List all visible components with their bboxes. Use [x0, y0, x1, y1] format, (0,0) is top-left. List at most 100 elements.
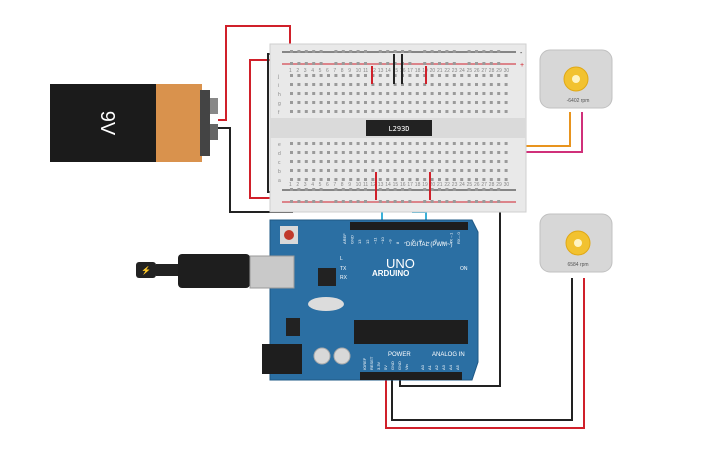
- breadboard-hole[interactable]: [371, 142, 375, 145]
- breadboard-hole[interactable]: [452, 200, 456, 203]
- breadboard-hole[interactable]: [489, 151, 493, 154]
- breadboard-hole[interactable]: [378, 151, 382, 154]
- breadboard-hole[interactable]: [452, 62, 456, 65]
- breadboard-hole[interactable]: [408, 200, 412, 203]
- breadboard-hole[interactable]: [475, 92, 478, 95]
- breadboard-hole[interactable]: [467, 92, 471, 95]
- breadboard-hole[interactable]: [386, 92, 390, 95]
- breadboard-hole[interactable]: [423, 160, 427, 163]
- breadboard-hole[interactable]: [452, 92, 456, 95]
- breadboard-hole[interactable]: [401, 50, 404, 53]
- breadboard-hole[interactable]: [304, 101, 308, 104]
- breadboard-hole[interactable]: [393, 151, 397, 154]
- breadboard-hole[interactable]: [430, 169, 434, 172]
- breadboard-hole[interactable]: [423, 92, 427, 95]
- breadboard-hole[interactable]: [297, 110, 301, 113]
- breadboard-hole[interactable]: [408, 151, 412, 154]
- breadboard-hole[interactable]: [386, 62, 390, 65]
- breadboard-hole[interactable]: [401, 92, 404, 95]
- breadboard-hole[interactable]: [452, 169, 456, 172]
- breadboard-hole[interactable]: [378, 142, 382, 145]
- breadboard-hole[interactable]: [438, 160, 441, 163]
- breadboard-hole[interactable]: [386, 200, 390, 203]
- breadboard-hole[interactable]: [378, 101, 382, 104]
- breadboard-hole[interactable]: [334, 200, 338, 203]
- breadboard-hole[interactable]: [341, 50, 345, 53]
- breadboard-hole[interactable]: [364, 142, 367, 145]
- breadboard-hole[interactable]: [482, 101, 486, 104]
- breadboard-hole[interactable]: [327, 92, 330, 95]
- battery-9v[interactable]: 9V: [50, 84, 218, 162]
- breadboard-hole[interactable]: [497, 200, 501, 203]
- breadboard-hole[interactable]: [415, 142, 419, 145]
- breadboard-hole[interactable]: [430, 101, 434, 104]
- breadboard-hole[interactable]: [364, 74, 367, 77]
- breadboard-hole[interactable]: [319, 178, 323, 181]
- breadboard-hole[interactable]: [438, 62, 441, 65]
- breadboard-hole[interactable]: [423, 50, 427, 53]
- breadboard-hole[interactable]: [467, 169, 471, 172]
- breadboard-hole[interactable]: [378, 74, 382, 77]
- breadboard-hole[interactable]: [297, 83, 301, 86]
- breadboard-hole[interactable]: [297, 62, 301, 65]
- breadboard-hole[interactable]: [489, 62, 493, 65]
- breadboard-hole[interactable]: [445, 160, 449, 163]
- breadboard-hole[interactable]: [438, 110, 441, 113]
- breadboard-hole[interactable]: [467, 188, 471, 191]
- breadboard-hole[interactable]: [341, 200, 345, 203]
- breadboard-hole[interactable]: [393, 110, 397, 113]
- breadboard-hole[interactable]: [438, 101, 441, 104]
- breadboard-hole[interactable]: [430, 151, 434, 154]
- breadboard-hole[interactable]: [304, 62, 308, 65]
- breadboard-hole[interactable]: [482, 50, 486, 53]
- breadboard-hole[interactable]: [445, 142, 449, 145]
- breadboard-hole[interactable]: [356, 74, 360, 77]
- breadboard-hole[interactable]: [497, 160, 501, 163]
- breadboard-hole[interactable]: [475, 169, 478, 172]
- breadboard-hole[interactable]: [356, 160, 360, 163]
- breadboard-hole[interactable]: [393, 142, 397, 145]
- breadboard-hole[interactable]: [297, 200, 301, 203]
- breadboard-hole[interactable]: [297, 142, 301, 145]
- breadboard-hole[interactable]: [386, 169, 390, 172]
- breadboard-hole[interactable]: [475, 74, 478, 77]
- breadboard-hole[interactable]: [467, 101, 471, 104]
- breadboard-hole[interactable]: [497, 92, 501, 95]
- breadboard-hole[interactable]: [489, 83, 493, 86]
- breadboard-hole[interactable]: [482, 188, 486, 191]
- breadboard-hole[interactable]: [356, 83, 360, 86]
- breadboard-hole[interactable]: [371, 83, 375, 86]
- breadboard-hole[interactable]: [297, 151, 301, 154]
- breadboard-hole[interactable]: [497, 74, 501, 77]
- breadboard-hole[interactable]: [327, 160, 330, 163]
- breadboard-hole[interactable]: [290, 169, 293, 172]
- breadboard-hole[interactable]: [504, 74, 508, 77]
- breadboard-hole[interactable]: [349, 50, 353, 53]
- breadboard-hole[interactable]: [297, 160, 301, 163]
- breadboard-hole[interactable]: [393, 92, 397, 95]
- breadboard-hole[interactable]: [452, 178, 456, 181]
- breadboard-hole[interactable]: [312, 178, 316, 181]
- breadboard-hole[interactable]: [430, 62, 434, 65]
- breadboard-hole[interactable]: [408, 160, 412, 163]
- breadboard-hole[interactable]: [334, 178, 338, 181]
- dc-motor-bottom[interactable]: 6584 rpm: [539, 213, 613, 273]
- breadboard-hole[interactable]: [304, 160, 308, 163]
- breadboard-hole[interactable]: [430, 178, 434, 181]
- breadboard-hole[interactable]: [290, 74, 293, 77]
- breadboard-hole[interactable]: [504, 92, 508, 95]
- breadboard-hole[interactable]: [430, 74, 434, 77]
- breadboard-hole[interactable]: [415, 92, 419, 95]
- breadboard-hole[interactable]: [290, 142, 293, 145]
- breadboard-hole[interactable]: [423, 110, 427, 113]
- breadboard-hole[interactable]: [504, 178, 508, 181]
- breadboard-hole[interactable]: [304, 74, 308, 77]
- breadboard-hole[interactable]: [430, 200, 434, 203]
- breadboard-hole[interactable]: [319, 74, 323, 77]
- breadboard-hole[interactable]: [378, 110, 382, 113]
- breadboard-hole[interactable]: [401, 178, 404, 181]
- breadboard-hole[interactable]: [386, 178, 390, 181]
- breadboard-hole[interactable]: [430, 188, 434, 191]
- breadboard-hole[interactable]: [304, 50, 308, 53]
- breadboard-hole[interactable]: [489, 50, 493, 53]
